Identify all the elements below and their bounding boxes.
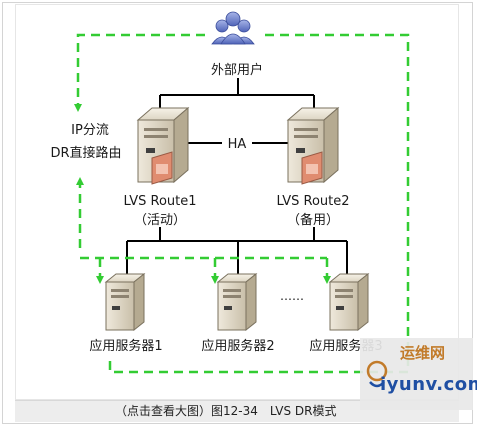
app-server2-icon (216, 272, 258, 332)
watermark: 运维网 iyunv.com (360, 338, 477, 410)
ip-split-label-line1: IP分流 (71, 123, 109, 138)
route1-name-label: LVS Route1 (123, 194, 196, 209)
users-label: 外部用户 (211, 62, 263, 78)
lvs-route2-server-icon (286, 106, 340, 185)
watermark-site-cn: 运维网 (400, 344, 446, 362)
figure-caption: （点击查看大图）图12-34 LVS DR模式 (15, 400, 459, 422)
watermark-logo-icon (366, 360, 388, 388)
app-server3-icon (328, 272, 370, 332)
server1-label: 应用服务器1 (89, 338, 162, 354)
app-server1-icon (104, 272, 146, 332)
lvs-route1-server-icon (136, 106, 190, 185)
diagram-area (15, 4, 459, 400)
more-servers-ellipsis: …… (280, 289, 304, 303)
route2-state-label: （备用） (287, 212, 339, 228)
ha-label: HA (228, 137, 247, 152)
route1-state-label: （活动） (134, 213, 186, 228)
users-icon (211, 11, 255, 45)
watermark-site-en: iyunv.com (380, 374, 477, 395)
route2-name-label: LVS Route2 (276, 194, 349, 209)
ip-split-label-line2: DR直接路由 (50, 145, 121, 161)
server2-label: 应用服务器2 (201, 338, 274, 354)
